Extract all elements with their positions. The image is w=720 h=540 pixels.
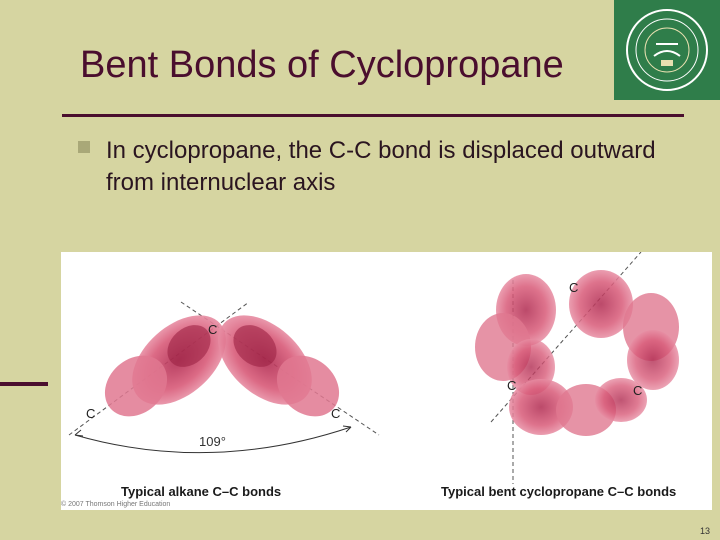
orbital-diagram: C C C 109° C C C <box>61 252 712 510</box>
atom-label: C <box>331 406 340 421</box>
alkane-diagram <box>69 298 379 453</box>
cyclopropane-bond-right <box>569 270 679 390</box>
slide-title: Bent Bonds of Cyclopropane <box>80 44 564 87</box>
left-accent-bar <box>0 382 48 386</box>
bullet-text: In cyclopropane, the C-C bond is displac… <box>106 135 676 199</box>
atom-label: C <box>507 378 516 393</box>
alkane-bond-left <box>93 298 243 429</box>
alkane-bond-right <box>201 298 351 429</box>
atom-label: C <box>86 406 95 421</box>
cyclopropane-caption: Typical bent cyclopropane C–C bonds <box>441 484 676 499</box>
atom-label: C <box>569 280 578 295</box>
atom-label: C <box>633 383 642 398</box>
bond-angle-label: 109° <box>199 434 226 449</box>
cyclopropane-bond-bottom <box>509 378 647 436</box>
orbital-figure: C C C 109° C C C Typical alkane C–C bond… <box>61 252 712 510</box>
alkane-caption: Typical alkane C–C bonds <box>121 484 281 499</box>
copyright-notice: © 2007 Thomson Higher Education <box>61 501 170 508</box>
page-number: 13 <box>700 526 710 536</box>
university-logo <box>614 0 720 100</box>
cyclopropane-bond-left <box>475 274 556 395</box>
atom-label: C <box>208 322 217 337</box>
bullet-marker <box>78 141 90 153</box>
title-underline <box>62 114 684 117</box>
